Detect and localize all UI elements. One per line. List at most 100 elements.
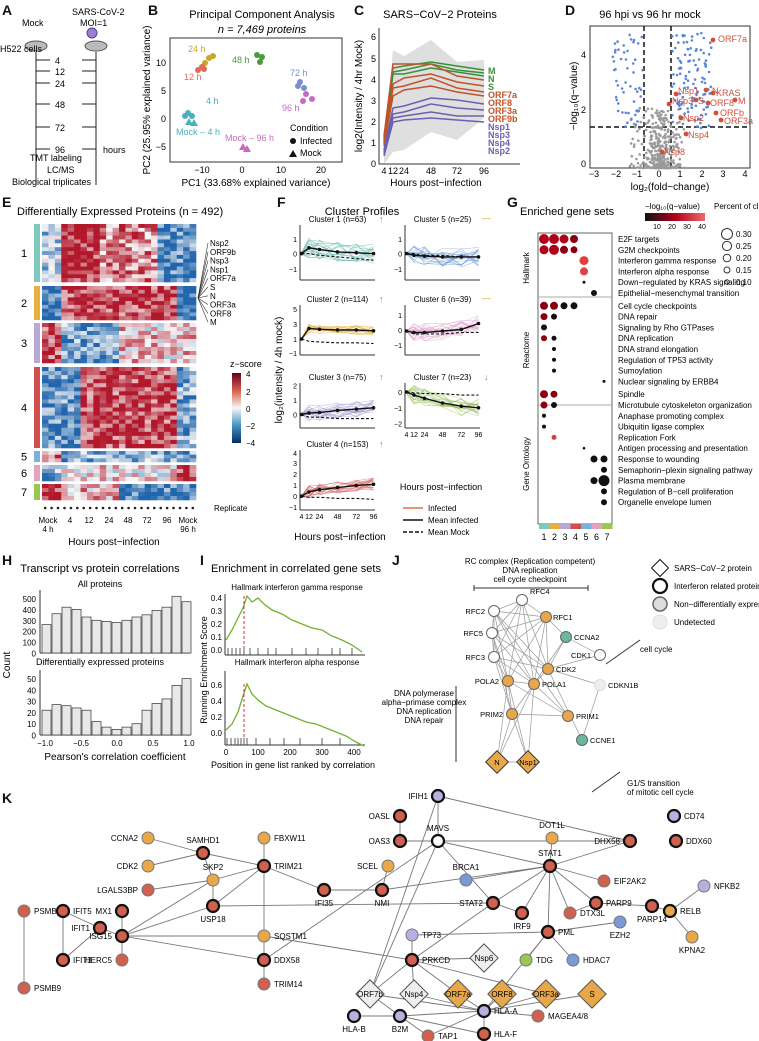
heatmap-cell	[189, 407, 197, 412]
heatmap-cell	[189, 415, 197, 420]
heatmap-cell	[170, 473, 178, 478]
svg-text:48: 48	[439, 432, 447, 439]
volcano-point	[624, 125, 627, 128]
heatmap-cell	[93, 439, 101, 445]
heatmap-cell	[163, 343, 171, 348]
heatmap-cell	[112, 451, 120, 455]
heatmap-cell	[61, 327, 68, 332]
heatmap-cell	[144, 496, 152, 501]
heatmap-cell	[170, 477, 178, 482]
heatmap-cell	[93, 379, 101, 384]
volcano-point	[672, 82, 676, 85]
heatmap-cell	[157, 254, 165, 260]
heatmap-cell	[157, 387, 165, 392]
heatmap-cell	[125, 359, 133, 364]
heatmap-cell	[183, 227, 190, 233]
svg-text:0: 0	[32, 732, 37, 741]
heatmap-cell	[93, 355, 101, 360]
network-node: IFIH1	[408, 788, 446, 804]
svg-text:24: 24	[421, 432, 429, 439]
volcano-point	[673, 99, 677, 102]
heatmap-cell	[189, 262, 197, 267]
heatmap-cell	[80, 335, 88, 340]
heatmap-cell	[106, 383, 113, 388]
heatmap-cell	[176, 454, 184, 459]
svg-text:−1: −1	[394, 343, 402, 350]
volcano-point	[672, 145, 676, 149]
heatmap-cell	[67, 492, 75, 497]
profiles-xlabel: Hours post−infection	[294, 532, 385, 543]
svg-text:−2: −2	[611, 169, 621, 179]
panel-label-a: A	[2, 2, 13, 18]
heatmap-cell	[144, 415, 152, 420]
svg-text:1: 1	[677, 169, 682, 179]
heatmap-cell	[157, 465, 165, 470]
heatmap-cell	[131, 355, 139, 360]
heatmap-cell	[125, 443, 133, 449]
heatmap-cell	[67, 359, 75, 364]
heatmap-xlabel: 24	[105, 516, 114, 525]
heatmap-cell	[106, 391, 113, 396]
svg-text:72: 72	[55, 123, 65, 133]
svg-text:Nsp4: Nsp4	[688, 130, 709, 140]
heatmap-cell	[67, 411, 75, 416]
svg-text:IFIT1: IFIT1	[71, 924, 90, 933]
volcano-point	[652, 163, 655, 166]
heatmap-cell	[54, 231, 62, 236]
volcano-point	[666, 161, 669, 164]
heatmap-cell	[151, 331, 158, 336]
heatmap-cell	[125, 496, 133, 501]
volcano-point	[621, 111, 624, 114]
qvalue-scale-title: −log₁₀(q−value)	[645, 202, 700, 211]
heatmap-cell	[54, 383, 62, 388]
heatmap-cell	[138, 262, 145, 267]
heatmap-cell	[67, 286, 75, 291]
heatmap-cell	[48, 492, 56, 497]
svg-text:4: 4	[742, 169, 747, 179]
heatmap-cell	[176, 431, 184, 437]
heatmap-cell	[138, 335, 145, 340]
heatmap-cell	[176, 251, 184, 256]
svg-text:N: N	[712, 86, 719, 96]
enrichment-dot	[560, 245, 568, 254]
heatmap-cell	[131, 262, 139, 267]
heatmap-cell	[112, 477, 120, 482]
heatmap-cell	[189, 347, 197, 352]
heatmap-cell	[151, 312, 158, 317]
gene-set-label: Interferon gamma response	[618, 257, 717, 266]
heatmap-cell	[112, 439, 120, 445]
heatmap-cell	[138, 231, 145, 236]
hist-title: Transcript vs protein correlations	[20, 563, 180, 575]
heatmap-cell	[61, 371, 68, 376]
heatmap-cell	[86, 270, 94, 275]
volcano-point	[667, 141, 670, 144]
volcano-point	[641, 166, 644, 170]
heatmap-cell	[48, 278, 56, 283]
heatmap-cell	[99, 469, 107, 474]
heatmap-cell	[106, 331, 113, 336]
heatmap-cell	[176, 301, 184, 306]
heatmap-cell	[99, 266, 107, 271]
gene-set-label: Epithelial−mesenchymal transition	[618, 289, 739, 298]
heatmap-cell	[183, 235, 190, 240]
panel-j-network: RC complex (Replication competent) DNA r…	[382, 557, 759, 797]
heatmap-cell	[170, 251, 178, 256]
heatmap-cell	[125, 431, 133, 437]
heatmap-cell	[138, 415, 145, 420]
heatmap-cell	[163, 383, 171, 388]
sars-protein-label: ORF9b	[488, 114, 518, 124]
svg-text:PRIM2: PRIM2	[480, 710, 503, 719]
heatmap-cell	[67, 454, 75, 459]
enrichment-dot	[551, 335, 557, 341]
heatmap-cell	[163, 335, 171, 340]
heatmap-cell	[86, 484, 94, 489]
heatmap-cell	[99, 286, 107, 291]
network-node: SAMHD1	[186, 836, 220, 861]
panel-label-i: I	[200, 552, 204, 568]
gene-set-label: Antigen processing and presentation	[618, 444, 748, 453]
volcano-point	[654, 121, 658, 125]
heatmap-cell	[151, 371, 158, 376]
heatmap-cell	[125, 224, 133, 229]
